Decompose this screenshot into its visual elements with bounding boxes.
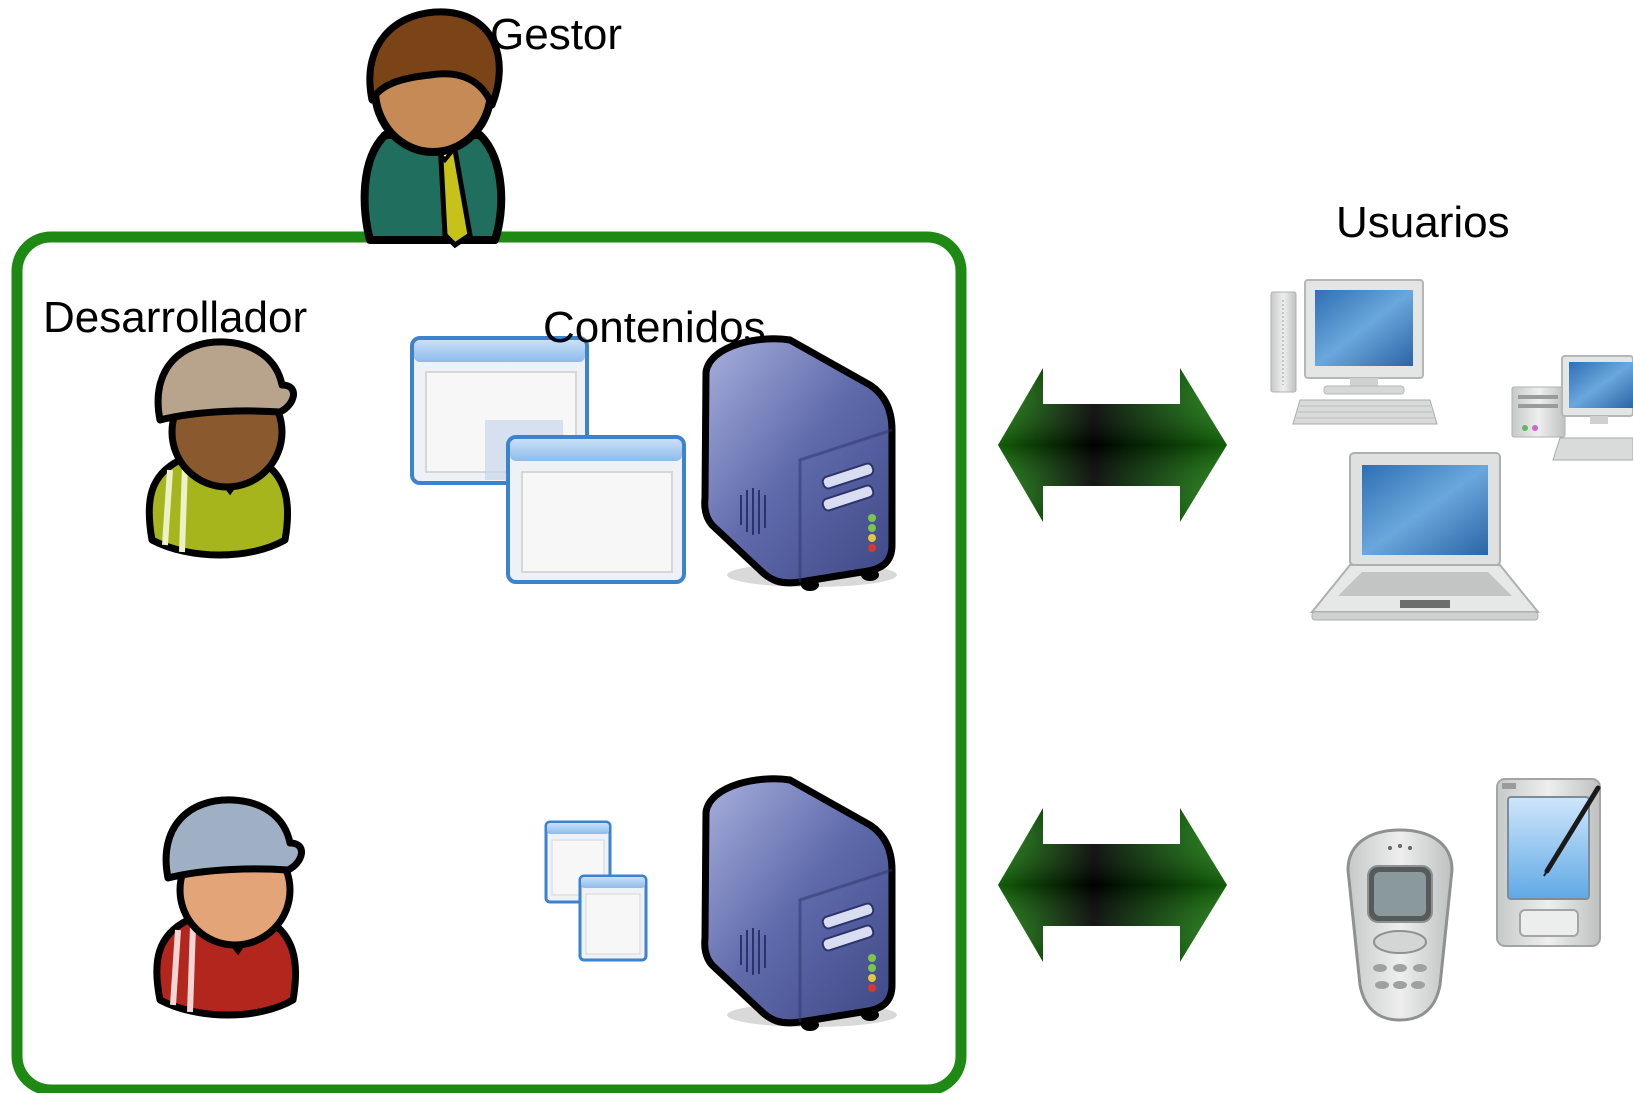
users-label: Usuarios (1336, 198, 1510, 247)
developer-person-icon (145, 338, 297, 559)
manager-person-icon (360, 8, 506, 249)
pda-stylus-icon (1496, 778, 1601, 947)
laptop-icon (1309, 452, 1541, 621)
small-desktop-computer-icon (1511, 355, 1633, 461)
double-arrow-bottom-icon (998, 808, 1227, 962)
developer2-person-icon (153, 796, 305, 1019)
server-top-icon (701, 335, 897, 591)
content-label: Contenidos (543, 303, 766, 352)
server-bottom-icon (701, 775, 897, 1031)
double-arrow-top-icon (998, 368, 1227, 522)
manager-label: Gestor (490, 10, 623, 59)
desktop-computer-icon (1270, 279, 1438, 425)
developer-label: Desarrollador (43, 293, 308, 342)
mobile-phone-icon (1346, 828, 1454, 1022)
app-windows-small-icon (544, 820, 648, 962)
app-windows-large-icon (410, 336, 686, 584)
